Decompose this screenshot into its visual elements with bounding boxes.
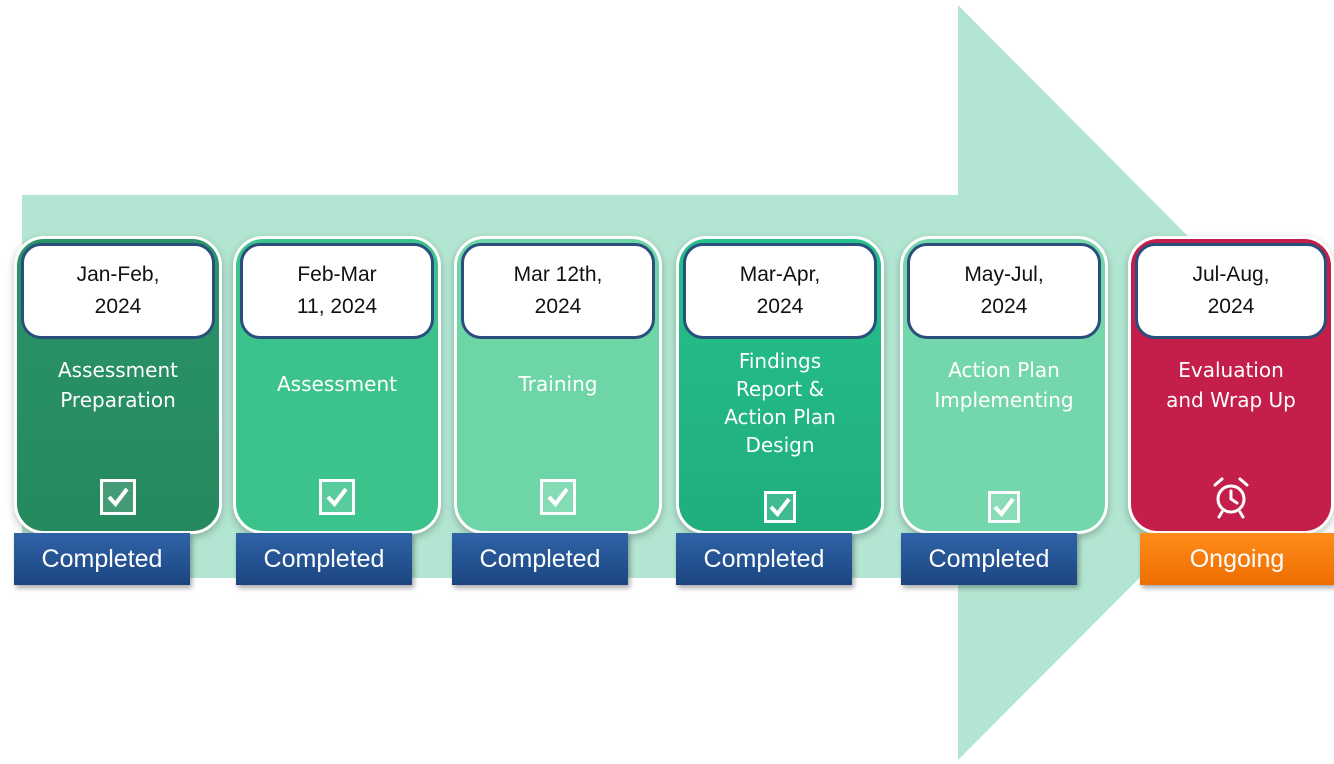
stage-date: Jan-Feb, 2024: [21, 243, 215, 339]
stage-title: Findings Report & Action Plan Design: [724, 349, 836, 457]
stage-date: Mar-Apr, 2024: [683, 243, 877, 339]
stage-title: Evaluation and Wrap Up: [1166, 358, 1296, 412]
status-badge: Completed: [236, 533, 412, 585]
stage-card-assessment-preparation: Jan-Feb, 2024 Assessment Preparation: [14, 236, 222, 534]
checkbox-icon: [988, 491, 1020, 523]
status-badge: Completed: [901, 533, 1077, 585]
checkbox-icon: [764, 491, 796, 523]
stage-title: Assessment: [277, 372, 397, 396]
stage-date: Mar 12th, 2024: [461, 243, 655, 339]
stage-date: May-Jul, 2024: [907, 243, 1101, 339]
stage-card-findings-report: Mar-Apr, 2024 Findings Report & Action P…: [676, 236, 884, 534]
status-badge: Completed: [14, 533, 190, 585]
stage-title: Training: [518, 372, 598, 396]
stage-card-training: Mar 12th, 2024 Training: [454, 236, 662, 534]
stage-title: Assessment Preparation: [58, 358, 178, 412]
stage-date: Feb-Mar 11, 2024: [240, 243, 434, 339]
checkbox-icon: [540, 479, 576, 515]
stage-date: Jul-Aug, 2024: [1135, 243, 1327, 339]
status-badge: Ongoing: [1140, 533, 1334, 585]
stage-card-action-plan-implementing: May-Jul, 2024 Action Plan Implementing: [900, 236, 1108, 534]
checkbox-icon: [319, 479, 355, 515]
checkbox-icon: [100, 479, 136, 515]
alarm-clock-icon: [1213, 477, 1249, 519]
status-badge: Completed: [452, 533, 628, 585]
stage-card-assessment: Feb-Mar 11, 2024 Assessment: [233, 236, 441, 534]
stage-card-evaluation-wrap-up: Jul-Aug, 2024 Evaluation and Wrap Up: [1128, 236, 1334, 534]
status-badge: Completed: [676, 533, 852, 585]
stage-title: Action Plan Implementing: [934, 358, 1074, 412]
